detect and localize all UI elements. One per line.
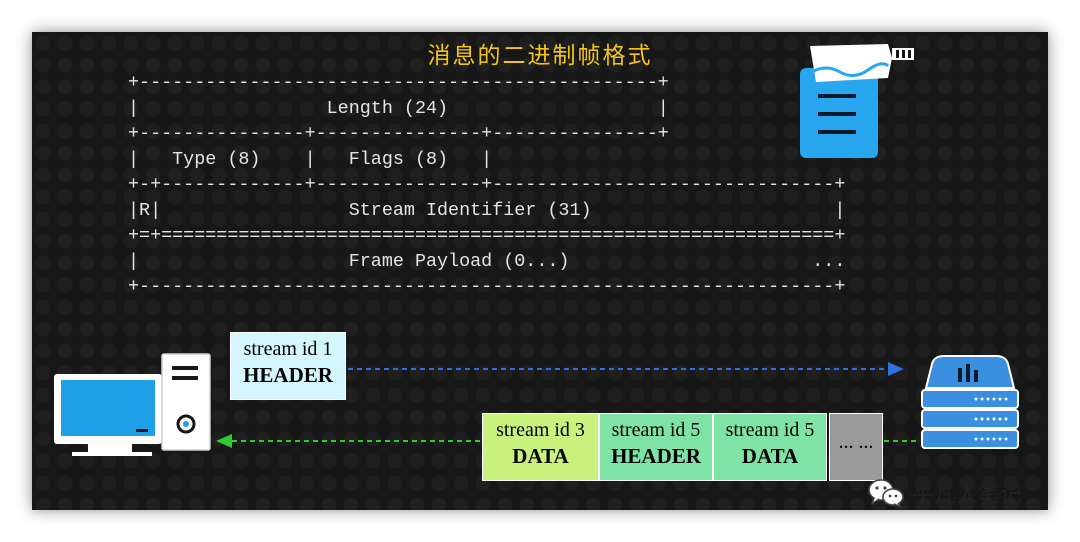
watermark-text: 平凡人笔记 <box>912 483 1023 508</box>
frame-type: HEADER <box>611 444 701 468</box>
frame-format-line: +---------------------------------------… <box>128 276 846 297</box>
diagram-panel: 消息的二进制帧格式 +-----------------------------… <box>32 32 1048 510</box>
frame-format-line: +---------------+---------------+-------… <box>128 123 669 144</box>
frame-stream-id: stream id 5 <box>611 419 701 441</box>
frame-stream-id: stream id 3 <box>496 419 585 441</box>
frame-format-line: +---------------------------------------… <box>128 72 669 93</box>
frame-format-table: +---------------------------------------… <box>128 70 845 300</box>
arrows-layer <box>216 362 916 448</box>
document-icon <box>800 44 914 158</box>
incoming-arrowhead <box>216 434 232 448</box>
ellipsis-frame-box: ... ... <box>829 413 883 481</box>
ellipsis-text: ... ... <box>838 431 874 453</box>
frame-stream-id: stream id 1 <box>243 338 333 360</box>
incoming-frame-box: stream id 5 DATA <box>713 413 827 481</box>
frame-stream-id: stream id 5 <box>725 419 815 441</box>
watermark: 平凡人笔记 <box>868 476 1022 510</box>
outgoing-arrowhead <box>888 362 904 376</box>
frame-format-line: | Frame Payload (0...) ... <box>128 250 846 272</box>
frame-format-line: | Type (8) | Flags (8) | <box>128 148 493 170</box>
frame-format-line: |R| Stream Identifier (31) | <box>128 199 846 221</box>
frame-type: DATA <box>512 444 569 468</box>
computer-icon <box>54 353 211 456</box>
frame-format-line: +=+=====================================… <box>128 225 846 246</box>
frame-type: HEADER <box>243 363 333 387</box>
frame-format-line: | Length (24) | <box>128 97 669 119</box>
incoming-frame-box: stream id 3 DATA <box>482 413 599 481</box>
outgoing-frame-box: stream id 1 HEADER <box>230 332 346 400</box>
incoming-frame-box: stream id 5 HEADER <box>599 413 713 481</box>
frame-format-line: +-+-------------+---------------+-------… <box>128 174 846 195</box>
server-icon <box>921 355 1019 449</box>
wechat-icon <box>868 479 904 508</box>
frame-type: DATA <box>741 444 799 468</box>
diagram-title: 消息的二进制帧格式 <box>427 43 653 69</box>
